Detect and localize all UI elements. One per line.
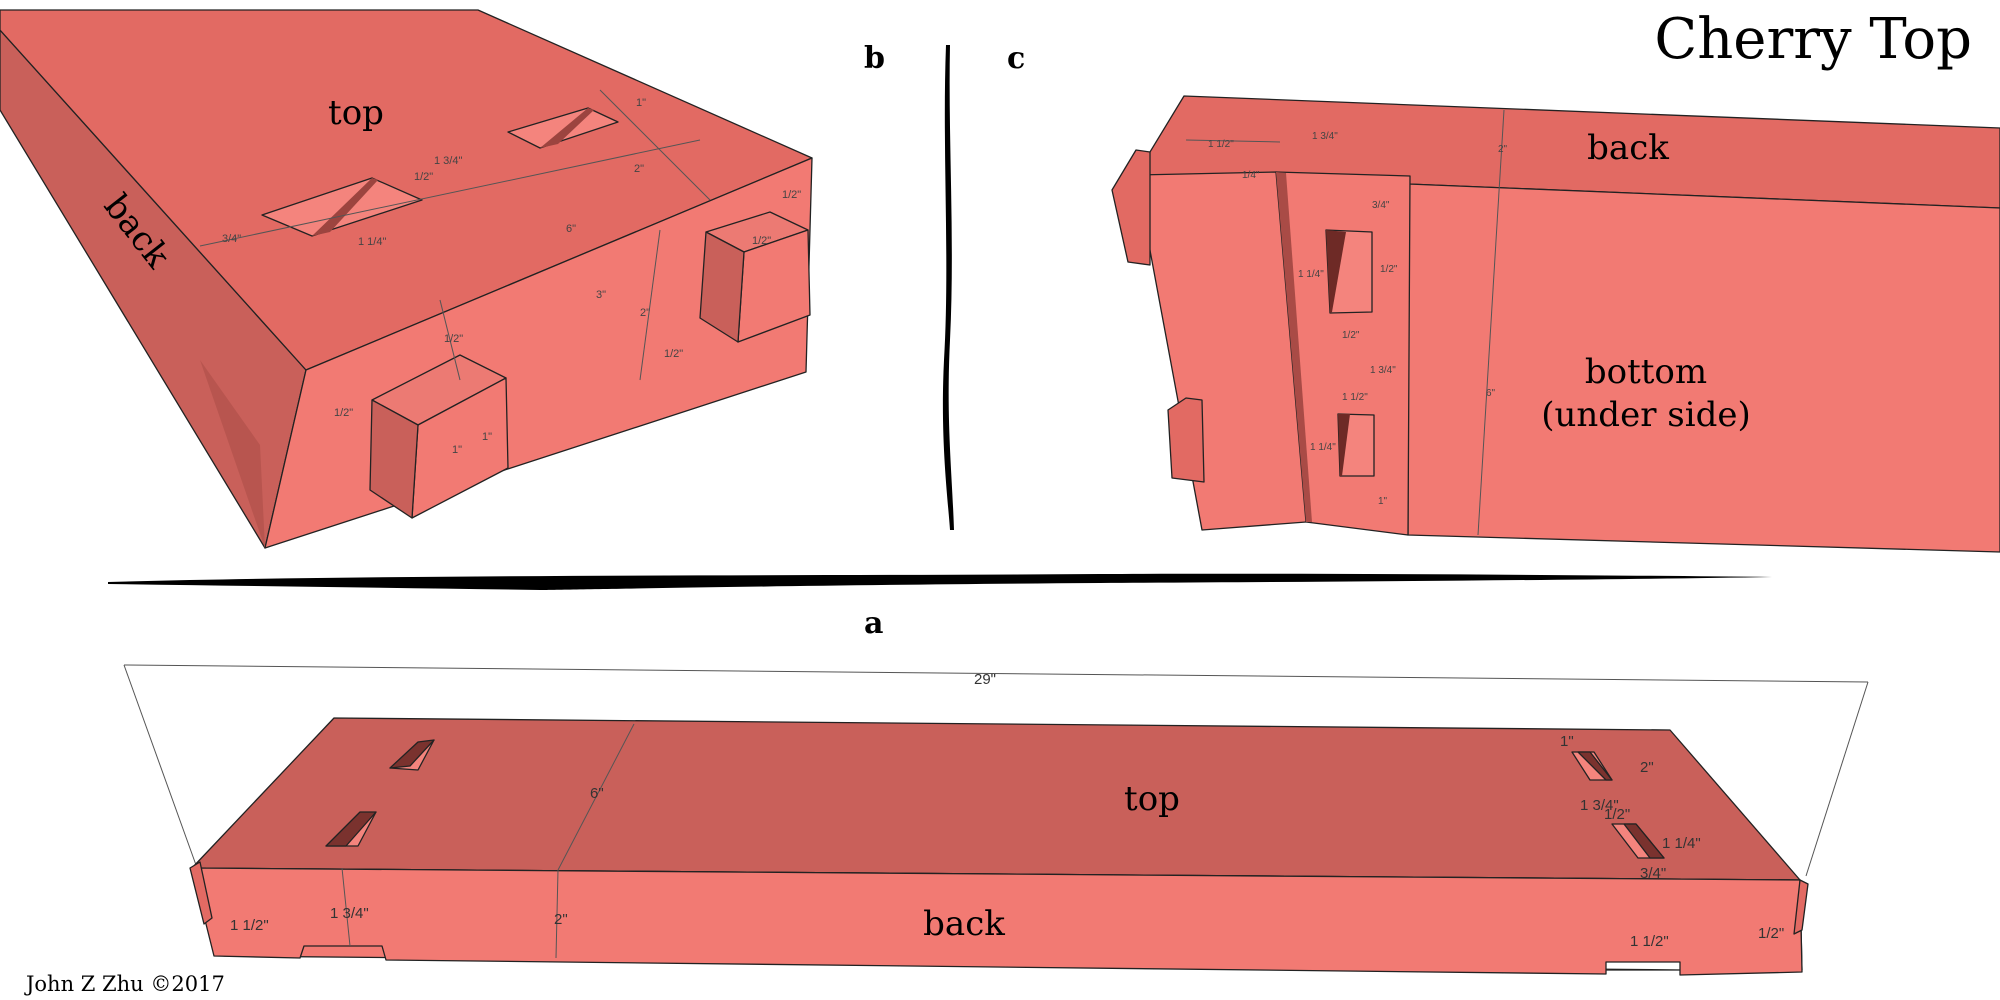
- panel-c-tenon-1: [1111, 149, 1151, 266]
- panel-letter-a: a: [864, 606, 883, 641]
- panel-c-bottom-label: bottom: [1585, 352, 1707, 392]
- panel-b-dim-9: 1/2": [752, 235, 771, 247]
- panel-b-dim-8: 1/2": [782, 189, 801, 201]
- panel-a-mortise-2-shadow: [325, 811, 377, 847]
- panel-c-dim-1: 1 1/2": [1208, 139, 1234, 150]
- panel-b-tenon-2-left: [699, 231, 745, 343]
- panel-a-dim-3-4-right: 3/4": [1640, 865, 1666, 882]
- panel-c-mortise-2-shadow: [1338, 414, 1350, 476]
- panel-b-dim-10: 3": [596, 289, 606, 301]
- panel-b-dim-4: 2": [634, 163, 644, 175]
- panel-a-dim-6: 6": [590, 785, 604, 802]
- drawing-title: Cherry Top: [1654, 7, 1972, 72]
- panel-b-dim-13: 1/2": [664, 348, 683, 360]
- panel-c-dim-2: 1 3/4": [1312, 131, 1338, 142]
- vertical-divider: [942, 45, 954, 530]
- panel-b-mortise-1-shadow: [312, 178, 378, 236]
- panel-c-dim-13: 6": [1486, 388, 1496, 399]
- panel-b-dim-16: 1": [482, 431, 492, 443]
- panel-b-dim-14: 1/2": [334, 407, 353, 419]
- panel-a-dim-1-2-end: 1/2": [1758, 925, 1784, 942]
- panel-a-mortise-1-shadow: [389, 739, 435, 769]
- panel-b-dim-6: 1 1/4": [358, 236, 386, 248]
- panel-a-dim-1-1-2-right: 1 1/2": [1630, 933, 1669, 950]
- panel-c: back bottom (under side) 1 1/2" 1 3/4" 2…: [1111, 95, 2000, 553]
- panel-b-dim-2: 1 3/4": [434, 155, 462, 167]
- panel-c-dim-7: 1/2": [1380, 264, 1398, 275]
- panel-b: top back 1" 1 3/4" 1/2" 2" 3/4" 1 1/4" 6…: [0, 9, 813, 549]
- panel-c-end-block: [1135, 171, 1307, 531]
- panel-b-top-label: top: [328, 93, 384, 133]
- panel-a-back-label: back: [923, 904, 1005, 944]
- panel-a-back-face-main: [191, 867, 1803, 976]
- panel-a-tenon-right: [1793, 879, 1809, 935]
- panel-b-dim-15: 1": [452, 444, 462, 456]
- panel-c-dim-5: 3/4": [1372, 200, 1390, 211]
- panel-c-dim-3: 2": [1498, 144, 1508, 155]
- panel-b-dim-7: 6": [566, 223, 576, 235]
- panel-a-dim-1-1-4-right: 1 1/4": [1662, 835, 1701, 852]
- panel-a-dim-29: 29": [974, 671, 996, 688]
- panel-a-mortise-3-shadow: [1577, 751, 1613, 781]
- panel-a-dim-2-right: 2": [1640, 759, 1654, 776]
- panel-b-underside: [200, 360, 265, 548]
- author-credit: John Z Zhu ©2017: [24, 972, 225, 996]
- panel-c-dim-9: 1 3/4": [1370, 365, 1396, 376]
- panel-a-top-label: top: [1124, 779, 1180, 819]
- panel-c-tenon-2: [1167, 397, 1205, 483]
- panel-c-bottom-sub-label: (under side): [1541, 395, 1750, 435]
- panel-b-mortise-2: [507, 107, 619, 149]
- panel-b-dim-11: 2": [640, 307, 650, 319]
- panel-c-dim-4: 1/4": [1242, 170, 1260, 181]
- panel-c-back-label: back: [1587, 128, 1669, 168]
- panel-a-dim-1-1-2-left: 1 1/2": [230, 917, 269, 934]
- panel-letter-c: c: [1007, 41, 1025, 76]
- panel-c-mortise-1-shadow: [1326, 230, 1346, 313]
- panel-b-tenon-1-left: [369, 399, 419, 519]
- horizontal-divider: [108, 573, 1772, 590]
- panel-c-dim-12: 1": [1378, 496, 1388, 507]
- panel-c-end-shadow: [1276, 172, 1312, 522]
- panel-a-dim-1-3-4: 1 3/4": [330, 905, 369, 922]
- panel-a-tenon-left: [189, 861, 213, 925]
- panel-a-dim-1-3-4-right: 1 3/4": [1580, 797, 1619, 814]
- panel-c-dim-10: 1 1/2": [1342, 392, 1368, 403]
- panel-b-mortise-2-shadow: [540, 108, 594, 148]
- panel-a-dim-1-right: 1": [1560, 733, 1574, 750]
- panel-c-dim-11: 1 1/4": [1310, 442, 1336, 453]
- panel-a-mortise-4-shadow: [1623, 823, 1665, 859]
- panel-c-dim-6: 1 1/4": [1298, 269, 1324, 280]
- panel-letter-b: b: [864, 41, 885, 76]
- panel-a-dim-2: 2": [554, 911, 568, 928]
- panel-b-dim-5: 3/4": [222, 233, 241, 245]
- panel-c-dim-8: 1/2": [1342, 330, 1360, 341]
- panel-a-dim-1-2-right: 1/2": [1604, 806, 1630, 823]
- panel-b-dim-1: 1": [636, 97, 646, 109]
- panel-a: top back 29" 6" 2" 1 3/4" 1 1/2" 1" 2" 1…: [123, 664, 1869, 976]
- panel-b-dim-3: 1/2": [414, 171, 433, 183]
- panel-b-dim-12: 1/2": [444, 333, 463, 345]
